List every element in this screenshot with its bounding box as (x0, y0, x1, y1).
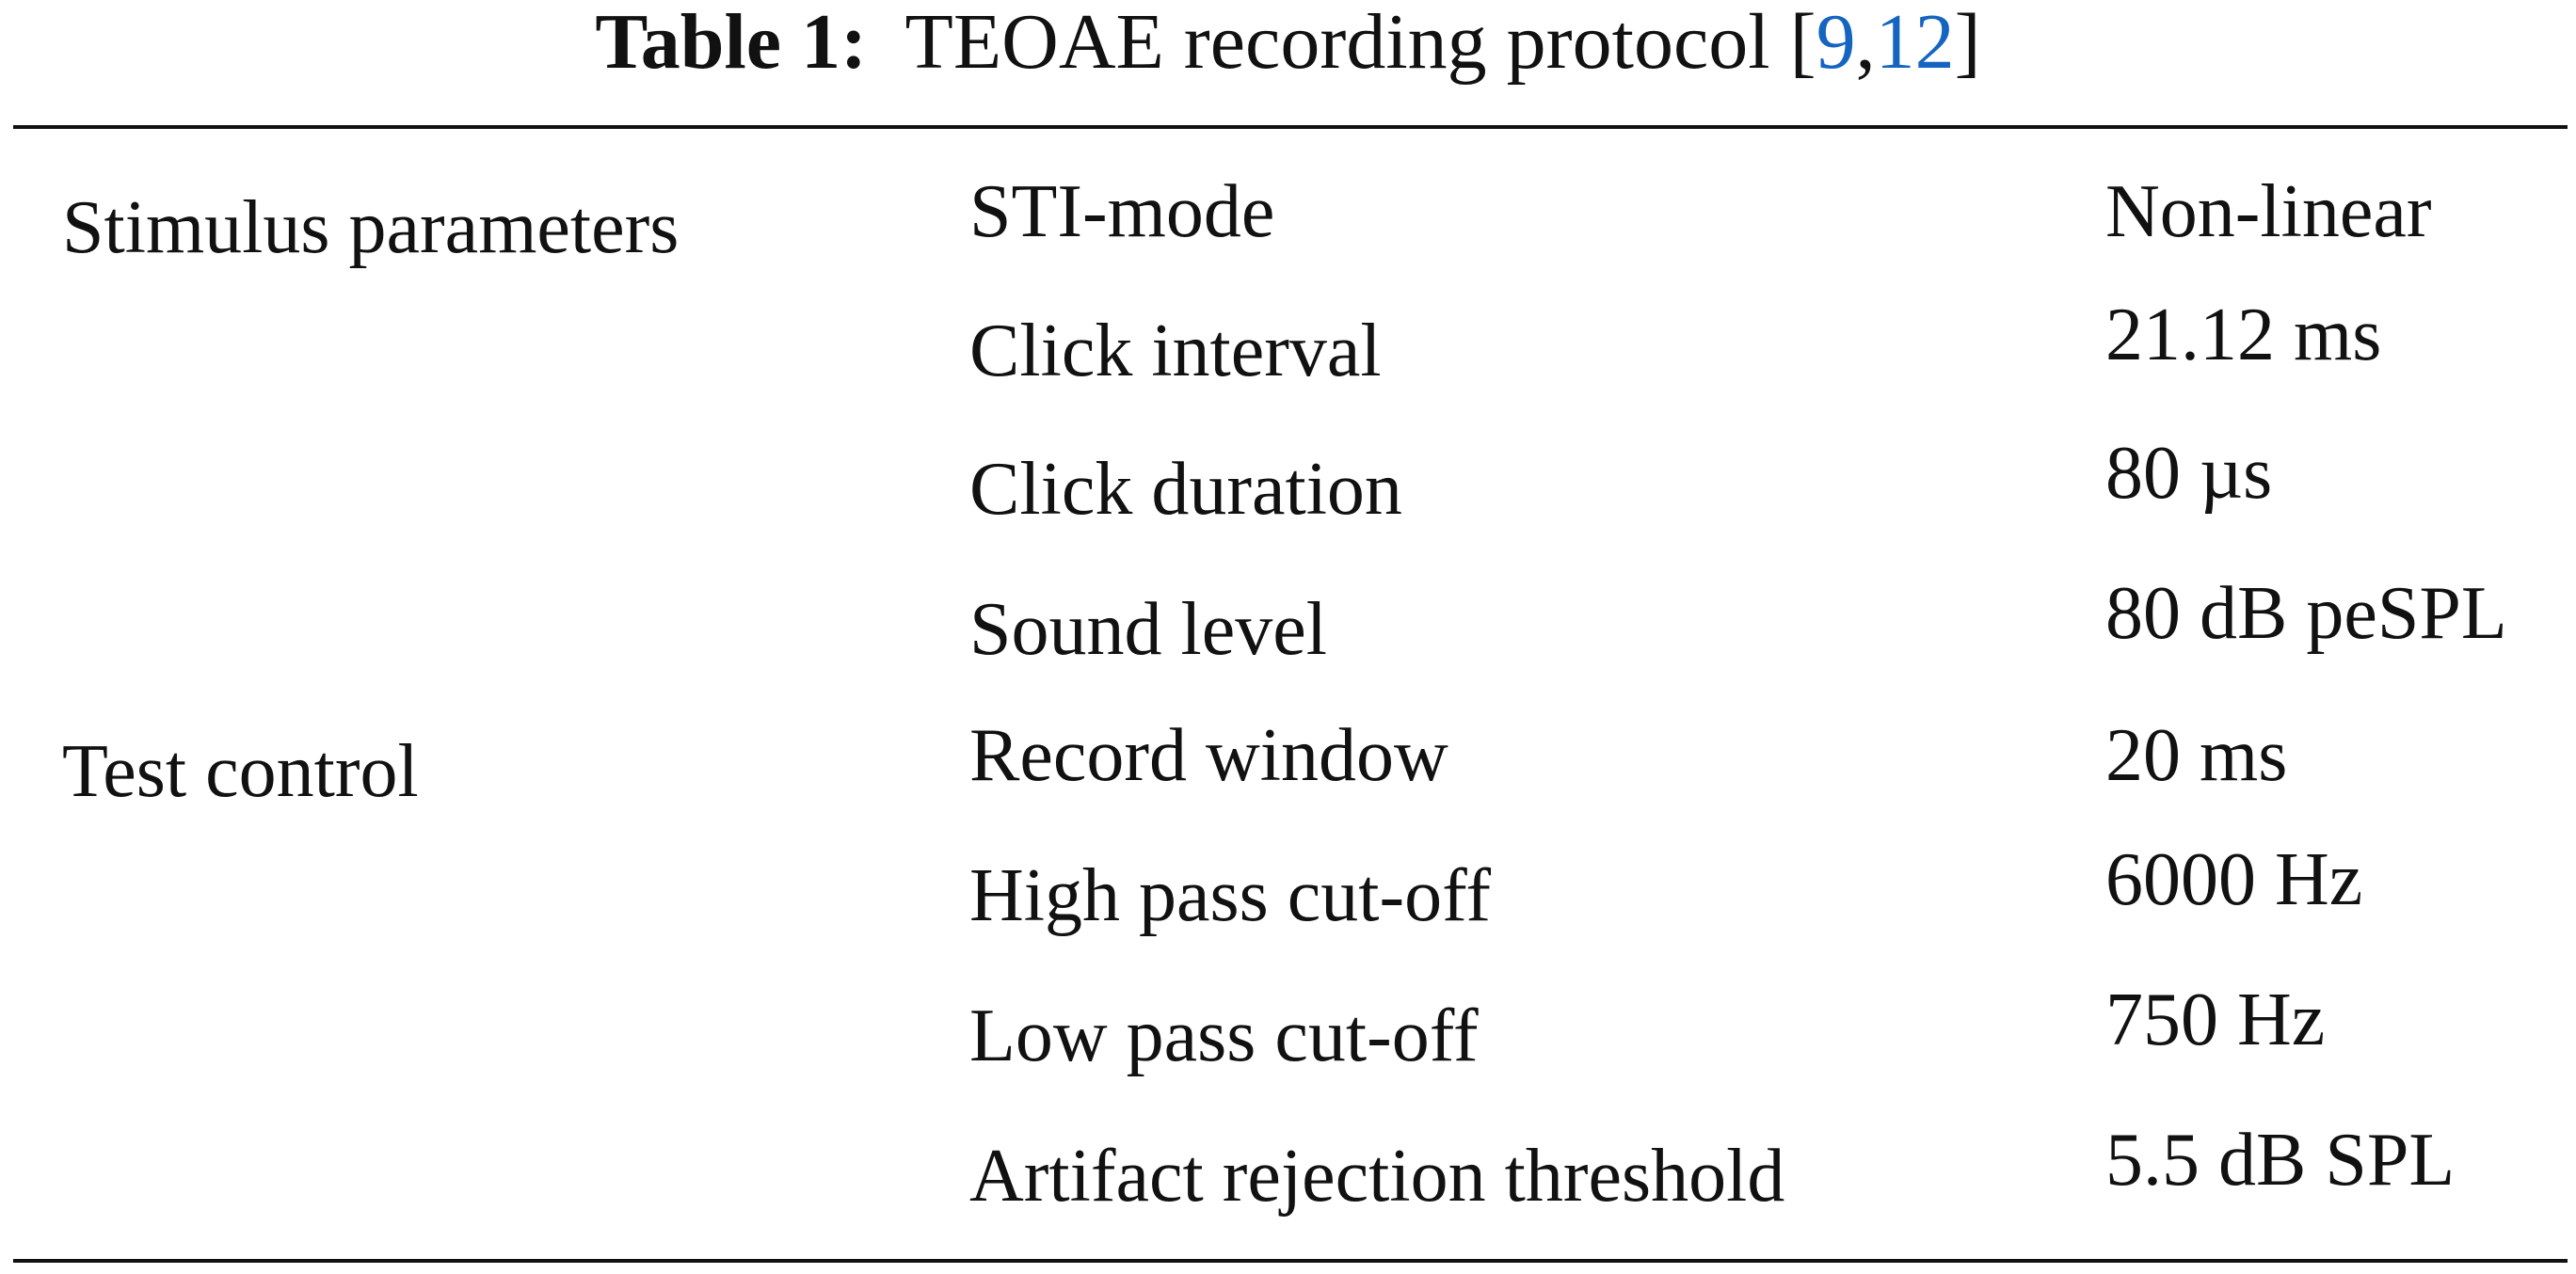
value-artifact-rejection-threshold: 5.5 dB SPL (2105, 1119, 2456, 1202)
value-sti-mode: Non-linear (2105, 170, 2432, 253)
value-click-interval: 21.12 ms (2105, 294, 2382, 376)
group-label-stimulus-parameters: Stimulus parameters (62, 186, 680, 269)
table-caption: Table 1: TEOAE recording protocol [9,12] (0, 0, 2576, 85)
value-low-pass-cut-off: 750 Hz (2105, 979, 2326, 1061)
value-click-duration: 80 µs (2105, 432, 2273, 515)
value-record-window: 20 ms (2105, 714, 2288, 797)
citation-close-bracket: ] (1954, 0, 1981, 86)
param-artifact-rejection-threshold: Artifact rejection threshold (969, 1135, 1785, 1218)
param-click-interval: Click interval (969, 310, 1382, 392)
group-label-test-control: Test control (62, 730, 419, 813)
table-title: TEOAE recording protocol (904, 0, 1770, 86)
citation-link-9[interactable]: 9 (1816, 0, 1856, 86)
citation-open-bracket: [ (1789, 0, 1816, 86)
table-top-rule (13, 125, 2568, 129)
param-record-window: Record window (969, 714, 1448, 797)
citation-separator: , (1855, 0, 1876, 86)
param-sti-mode: STI-mode (969, 170, 1275, 253)
table-label: Table 1: (595, 0, 868, 86)
table-bottom-rule (13, 1259, 2568, 1263)
param-click-duration: Click duration (969, 448, 1402, 531)
param-sound-level: Sound level (969, 588, 1327, 671)
value-high-pass-cut-off: 6000 Hz (2105, 838, 2363, 921)
citation-link-12[interactable]: 12 (1875, 0, 1955, 86)
param-low-pass-cut-off: Low pass cut-off (969, 995, 1479, 1077)
param-high-pass-cut-off: High pass cut-off (969, 854, 1491, 937)
value-sound-level: 80 dB peSPL (2105, 572, 2507, 655)
